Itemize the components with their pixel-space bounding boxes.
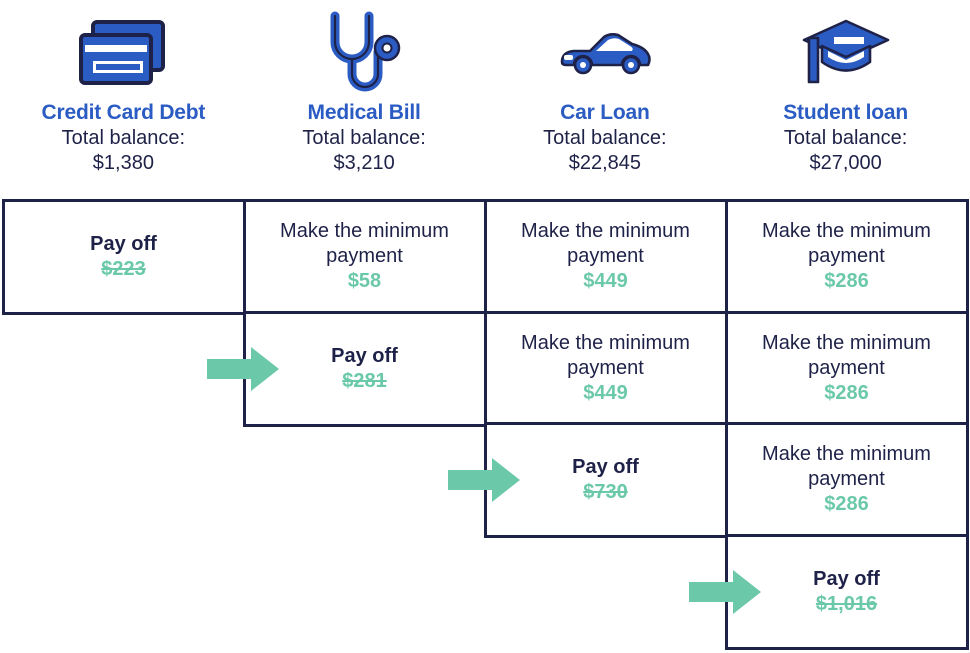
cell-amount: $281 <box>342 369 387 392</box>
cell-amount: $730 <box>583 480 628 503</box>
minimum-payment-cell: Make the minimum payment $286 <box>724 421 969 538</box>
total-balance-value: $27,000 <box>809 152 882 174</box>
pay-off-cell: Pay off$730 <box>483 421 728 538</box>
cell-amount: $1,016 <box>815 592 878 615</box>
debt-name: Medical Bill <box>307 101 421 124</box>
debt-name: Credit Card Debt <box>41 101 206 124</box>
cell-instruction: Make the minimum payment <box>762 332 931 379</box>
cell-amount: $286 <box>824 270 869 292</box>
car-icon <box>556 8 654 100</box>
minimum-payment-cell: Make the minimum payment $449 <box>483 310 728 427</box>
debt-name: Car Loan <box>560 101 650 124</box>
cell-amount: $286 <box>824 493 869 515</box>
credit-card-icon <box>75 8 171 100</box>
pay-off-cell: Pay off$1,016 <box>724 533 969 650</box>
cell-instruction: Make the minimum payment <box>521 220 690 267</box>
arrow-to-student-loan <box>689 569 761 614</box>
cell-instruction: Make the minimum payment <box>762 443 931 490</box>
total-balance-value: $1,380 <box>92 152 154 174</box>
cell-instruction: Make the minimum payment <box>280 220 449 267</box>
total-balance-label: Total balance: <box>61 127 186 149</box>
arrow-to-medical-bill <box>207 346 279 391</box>
cell-instruction: Pay off <box>813 567 880 590</box>
total-balance-value: $3,210 <box>333 152 395 174</box>
cell-amount: $223 <box>101 257 146 280</box>
total-balance-label: Total balance: <box>302 127 426 149</box>
minimum-payment-cell: Make the minimum payment $449 <box>483 198 728 315</box>
pay-off-cell: Pay off$281 <box>242 310 487 427</box>
stethoscope-icon <box>321 8 407 100</box>
minimum-payment-cell: Make the minimum payment $58 <box>242 198 487 315</box>
debt-name: Student loan <box>783 101 908 124</box>
cell-instruction: Pay off <box>331 344 398 367</box>
cell-amount: $286 <box>824 382 869 404</box>
cell-instruction: Make the minimum payment <box>762 220 931 267</box>
minimum-payment-cell: Make the minimum payment $286 <box>724 310 969 427</box>
cell-instruction: Make the minimum payment <box>521 332 690 379</box>
total-balance-label: Total balance: <box>783 127 908 149</box>
cell-instruction: Pay off <box>90 232 157 255</box>
total-balance-value: $22,845 <box>568 152 642 174</box>
cell-amount: $58 <box>347 270 382 292</box>
arrow-to-car-loan <box>448 457 520 502</box>
cell-instruction: Pay off <box>572 455 639 478</box>
pay-off-cell: Pay off$223 <box>1 198 246 315</box>
minimum-payment-cell: Make the minimum payment $286 <box>724 198 969 315</box>
total-balance-label: Total balance: <box>543 127 667 149</box>
cell-amount: $449 <box>583 270 628 292</box>
cell-amount: $449 <box>583 382 628 404</box>
graduation-cap-icon <box>800 8 892 100</box>
